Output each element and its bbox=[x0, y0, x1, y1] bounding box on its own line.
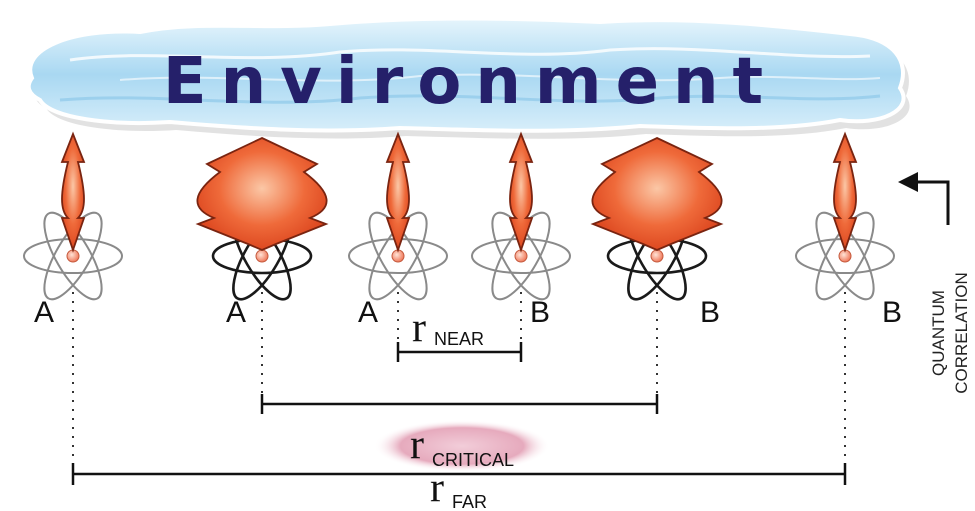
distance-bar-near bbox=[396, 342, 523, 362]
atom-5: B bbox=[590, 137, 724, 404]
label-r-far: r FAR bbox=[430, 465, 487, 511]
atom-label: B bbox=[882, 296, 902, 329]
r-near-symbol: r bbox=[412, 305, 426, 351]
atom-6: B bbox=[795, 131, 902, 474]
quantum-correlation-arrow-icon bbox=[898, 172, 950, 225]
weak-coupling-arrow-icon bbox=[832, 131, 858, 253]
quantum-correlation-label-line1: QUANTUM bbox=[929, 290, 948, 376]
r-critical-symbol: r bbox=[410, 422, 424, 468]
r-critical-subscript: CRITICAL bbox=[432, 450, 514, 470]
r-far-symbol: r bbox=[430, 465, 444, 511]
distance-bar-critical bbox=[260, 394, 659, 414]
weak-coupling-arrow-icon bbox=[60, 131, 86, 253]
r-far-subscript: FAR bbox=[452, 492, 487, 511]
atom-label: A bbox=[34, 296, 54, 329]
strong-coupling-arrow-icon bbox=[195, 137, 329, 251]
atom-1: A bbox=[23, 131, 123, 474]
distance-bar-far bbox=[71, 463, 847, 485]
atom-3: A bbox=[348, 131, 448, 352]
atom-4: B bbox=[471, 131, 571, 352]
atom-orbits-icon bbox=[471, 211, 571, 301]
atom-label: A bbox=[358, 296, 378, 329]
critical-glow bbox=[374, 420, 550, 472]
environment-title: Environment bbox=[163, 45, 777, 119]
atom-2: A bbox=[195, 137, 329, 404]
nucleus-icon bbox=[650, 249, 664, 263]
label-r-near: r NEAR bbox=[412, 305, 484, 351]
environment-cloud bbox=[26, 16, 910, 139]
atom-label: A bbox=[226, 296, 246, 329]
atom-label: B bbox=[700, 296, 720, 329]
strong-coupling-arrow-icon bbox=[590, 137, 724, 251]
weak-coupling-arrow-icon bbox=[385, 131, 411, 253]
quantum-correlation-label-line2: CORRELATION bbox=[952, 272, 971, 394]
weak-coupling-arrow-icon bbox=[508, 131, 534, 253]
atom-label: B bbox=[530, 296, 550, 329]
nucleus-icon bbox=[255, 249, 269, 263]
r-near-subscript: NEAR bbox=[434, 329, 484, 349]
label-r-critical: r CRITICAL bbox=[410, 422, 514, 470]
